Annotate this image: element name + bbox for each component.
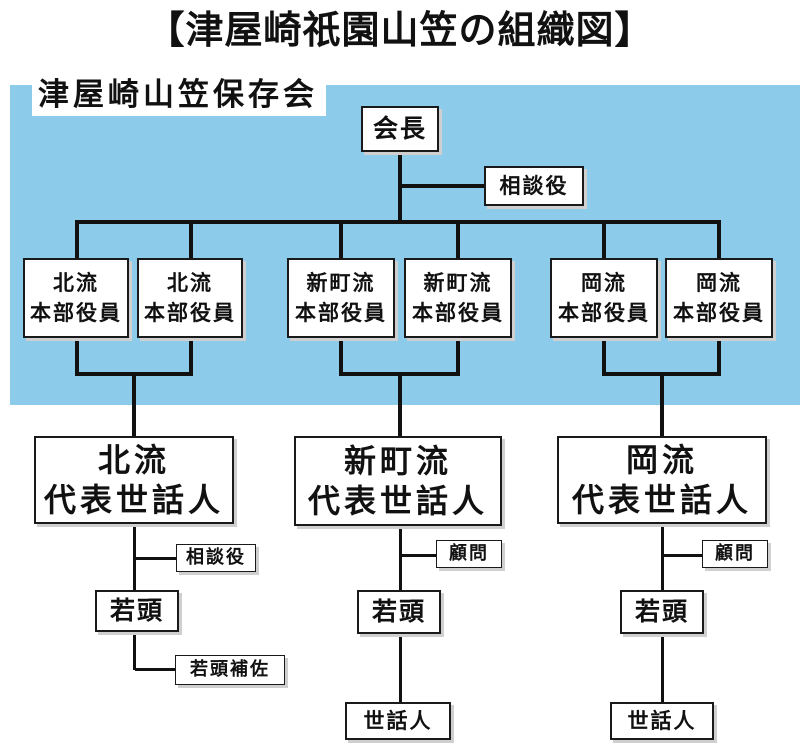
connector-line bbox=[456, 336, 460, 374]
connector-line bbox=[75, 220, 79, 260]
association-label: 津屋崎山笠保存会 bbox=[32, 74, 326, 116]
okaryu-counselor-box: 顧問 bbox=[702, 540, 768, 568]
officer-box-shinmachi-2: 新町流 本部役員 bbox=[404, 258, 512, 338]
group-head-line1: 岡流 bbox=[625, 441, 698, 479]
officer-line2: 本部役員 bbox=[295, 300, 387, 325]
connector-line bbox=[602, 336, 606, 374]
okaryu-wakagashira-box: 若頭 bbox=[620, 590, 704, 634]
officer-box-okaryu-2: 岡流 本部役員 bbox=[665, 258, 773, 338]
connector-line bbox=[717, 220, 721, 260]
shinmachi-sewanin-box: 世話人 bbox=[345, 702, 451, 740]
connector-line bbox=[401, 554, 437, 557]
group-head-line2: 代表世話人 bbox=[571, 481, 752, 519]
group-head-shinmachi: 新町流 代表世話人 bbox=[294, 436, 502, 526]
chairman-box: 会長 bbox=[361, 106, 439, 152]
officer-line2: 本部役員 bbox=[673, 300, 765, 325]
officer-box-okaryu-1: 岡流 本部役員 bbox=[550, 258, 658, 338]
connector-line bbox=[77, 220, 721, 224]
connector-line bbox=[400, 184, 486, 188]
group-head-kitaryu: 北流 代表世話人 bbox=[34, 436, 234, 524]
shinmachi-sewanin-label: 世話人 bbox=[363, 708, 433, 733]
okaryu-sewanin-label: 世話人 bbox=[627, 708, 697, 733]
blank-area bbox=[0, 708, 246, 751]
okaryu-wakagashira-label: 若頭 bbox=[634, 597, 689, 626]
officer-line1: 北流 bbox=[167, 270, 213, 295]
group-head-okaryu: 岡流 代表世話人 bbox=[557, 436, 767, 524]
officer-line2: 本部役員 bbox=[558, 300, 650, 325]
connector-line bbox=[663, 554, 703, 557]
kitaryu-assistant-label: 若頭補佐 bbox=[190, 659, 270, 680]
connector-line bbox=[132, 372, 136, 438]
officer-line2: 本部役員 bbox=[412, 300, 504, 325]
shinmachi-wakagashira-box: 若頭 bbox=[357, 590, 441, 634]
connector-line bbox=[135, 557, 177, 560]
connector-line bbox=[133, 630, 136, 670]
chart-title: 【津屋崎祇園山笠の組織図】 bbox=[146, 8, 654, 52]
connector-line bbox=[75, 336, 79, 374]
officer-line1: 新町流 bbox=[423, 270, 493, 295]
connector-line bbox=[339, 336, 343, 374]
connector-line bbox=[399, 632, 402, 704]
officer-line2: 本部役員 bbox=[30, 300, 122, 325]
chairman-label: 会長 bbox=[372, 114, 427, 143]
kitaryu-advisor-box: 相談役 bbox=[176, 544, 256, 572]
shinmachi-counselor-label: 顧問 bbox=[449, 543, 489, 564]
officer-line1: 新町流 bbox=[306, 270, 376, 295]
officer-box-kitaryu-1: 北流 本部役員 bbox=[23, 258, 129, 338]
group-head-line2: 代表世話人 bbox=[43, 481, 224, 519]
kitaryu-wakagashira-box: 若頭 bbox=[95, 590, 179, 632]
connector-line bbox=[189, 336, 193, 374]
kitaryu-assistant-box: 若頭補佐 bbox=[175, 655, 285, 685]
officer-box-kitaryu-2: 北流 本部役員 bbox=[137, 258, 243, 338]
connector-line bbox=[398, 372, 402, 438]
okaryu-sewanin-box: 世話人 bbox=[610, 702, 714, 740]
advisor-label: 相談役 bbox=[499, 173, 569, 198]
okaryu-counselor-label: 顧問 bbox=[715, 543, 755, 564]
advisor-box: 相談役 bbox=[484, 166, 584, 206]
officer-line1: 岡流 bbox=[696, 270, 742, 295]
connector-line bbox=[602, 220, 606, 260]
connector-line bbox=[660, 372, 664, 438]
officer-line1: 北流 bbox=[53, 270, 99, 295]
group-head-line1: 新町流 bbox=[343, 442, 452, 480]
group-head-line1: 北流 bbox=[97, 441, 170, 479]
kitaryu-wakagashira-label: 若頭 bbox=[109, 596, 164, 625]
connector-line bbox=[135, 668, 177, 671]
connector-line bbox=[661, 632, 664, 704]
connector-line bbox=[339, 220, 343, 260]
connector-line bbox=[456, 220, 460, 260]
officer-line1: 岡流 bbox=[581, 270, 627, 295]
shinmachi-counselor-box: 顧問 bbox=[436, 540, 502, 568]
officer-box-shinmachi-1: 新町流 本部役員 bbox=[287, 258, 395, 338]
connector-line bbox=[189, 220, 193, 260]
connector-line bbox=[133, 522, 136, 592]
group-head-line2: 代表世話人 bbox=[307, 482, 488, 520]
connector-line bbox=[661, 522, 664, 592]
kitaryu-advisor-label: 相談役 bbox=[186, 547, 246, 568]
connector-line bbox=[399, 524, 402, 592]
shinmachi-wakagashira-label: 若頭 bbox=[371, 597, 426, 626]
officer-line2: 本部役員 bbox=[144, 300, 236, 325]
connector-line bbox=[717, 336, 721, 374]
